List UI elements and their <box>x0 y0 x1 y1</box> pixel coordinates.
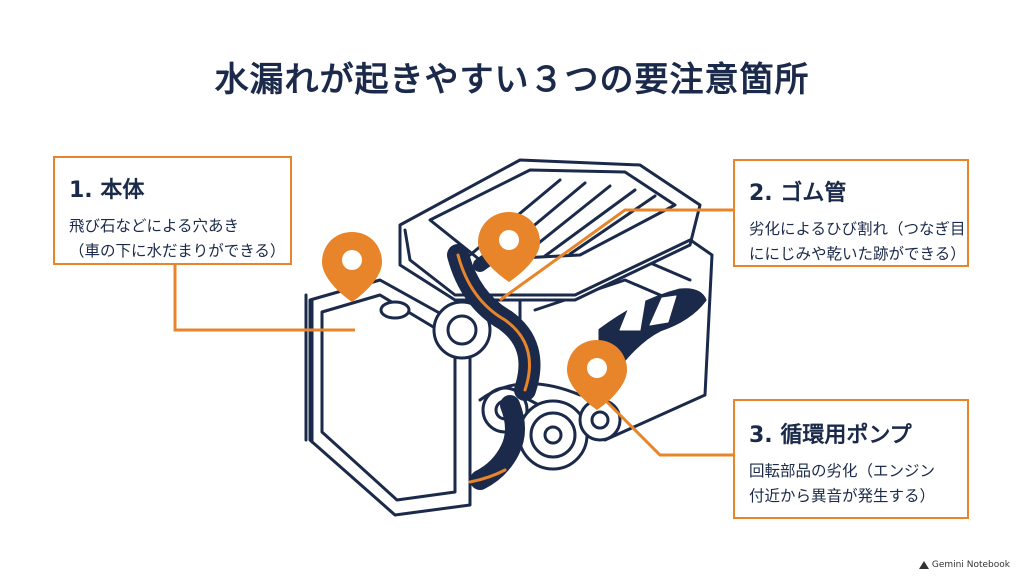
pin-icon-1 <box>322 232 382 302</box>
callout-desc-line: 劣化によるひび割れ（つなぎ目 <box>749 220 966 238</box>
exhaust-manifold <box>598 288 707 372</box>
callout-title: 3. 循環用ポンプ <box>749 423 912 448</box>
callout-water-pump: 3. 循環用ポンプ 回転部品の劣化（エンジン 付近から異音が発生する） <box>733 399 969 519</box>
callout-desc-line: 飛び石などによる穴あき <box>69 217 240 235</box>
leader-lines <box>173 208 733 457</box>
pin-icon-3 <box>567 340 627 410</box>
watermark: Gemini Notebook <box>918 560 1010 570</box>
callout-rubber-hose: 2. ゴム管 劣化によるひび割れ（つなぎ目 ににじみや乾いた跡ができる） <box>733 159 969 267</box>
radiator <box>304 278 472 517</box>
callout-title: 1. 本体 <box>69 178 145 203</box>
page-title: 水漏れが起きやすい３つの要注意箇所 <box>214 60 810 100</box>
callout-desc-line: ににじみや乾いた跡ができる） <box>749 245 966 263</box>
watermark-text: Gemini Notebook <box>931 560 1010 570</box>
callout-desc-line: 回転部品の劣化（エンジン <box>749 462 936 480</box>
callout-desc-line: 付近から異音が発生する） <box>749 487 936 505</box>
callout-body: 1. 本体 飛び石などによる穴あき （車の下に水だまりができる） <box>53 156 292 265</box>
callout-title: 2. ゴム管 <box>749 181 847 206</box>
pin-icon-2 <box>478 212 540 282</box>
notebook-logo-icon <box>918 561 929 569</box>
rubber-hoses <box>447 238 541 490</box>
callout-desc-line: （車の下に水だまりができる） <box>69 242 286 260</box>
